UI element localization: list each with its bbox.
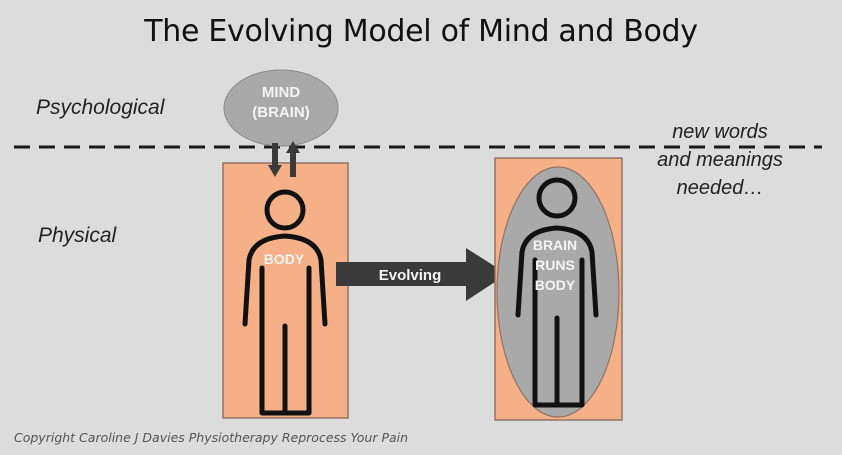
diagram-title: The Evolving Model of Mind and Body (144, 14, 698, 49)
new-words-note: new words and meanings needed… (640, 118, 800, 202)
brain-label: (BRAIN) (252, 104, 310, 121)
brain-ellipse (496, 166, 620, 418)
brain-runs-line3: BODY (535, 277, 576, 293)
down-arrow-icon (268, 143, 282, 177)
evolving-arrow: Evolving (336, 248, 507, 301)
body-label: BODY (264, 251, 305, 267)
evolving-label: Evolving (379, 267, 442, 284)
person-figure-icon (515, 177, 599, 408)
mind-label: MIND (262, 84, 300, 101)
note-line-1: new words (672, 121, 768, 143)
psychological-label: Psychological (36, 96, 165, 119)
up-arrow-icon (286, 141, 300, 177)
brain-runs-line2: RUNS (535, 257, 575, 273)
physical-label: Physical (38, 224, 117, 247)
person-figure-icon (242, 189, 328, 416)
note-line-3: needed… (676, 177, 764, 199)
brain-runs-line1: BRAIN (533, 237, 577, 253)
copyright-text: Copyright Caroline J Davies Physiotherap… (14, 430, 409, 445)
note-line-2: and meanings (657, 149, 783, 171)
mind-brain-ellipse: MIND (BRAIN) (223, 69, 339, 147)
